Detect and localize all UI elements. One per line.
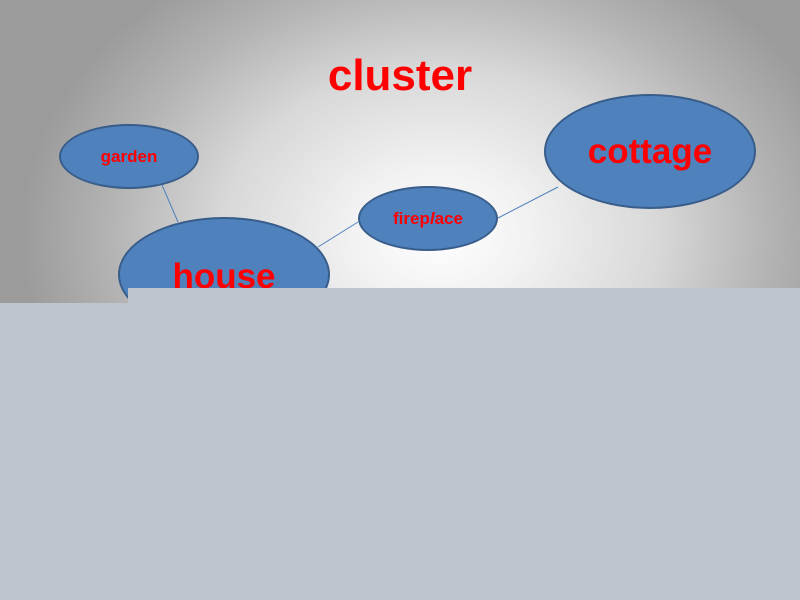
lower-panel-step bbox=[128, 288, 800, 303]
node-cottage-label: cottage bbox=[587, 131, 713, 171]
node-garden: garden bbox=[59, 124, 199, 189]
node-fireplace: fireplace bbox=[358, 186, 498, 251]
diagram-title: cluster bbox=[327, 51, 473, 100]
connector-garden-house bbox=[161, 184, 179, 223]
node-cottage: cottage bbox=[544, 94, 756, 209]
lower-panel bbox=[0, 303, 800, 600]
node-fireplace-label: fireplace bbox=[393, 209, 463, 229]
node-fireplace-label-part1: firep bbox=[393, 208, 430, 228]
node-fireplace-label-part3: ace bbox=[434, 208, 463, 228]
node-fireplace-label-part2: l bbox=[429, 208, 435, 228]
node-garden-label: garden bbox=[100, 146, 158, 166]
connector-fireplace-cottage bbox=[497, 186, 559, 219]
connector-house-fireplace bbox=[317, 221, 359, 248]
